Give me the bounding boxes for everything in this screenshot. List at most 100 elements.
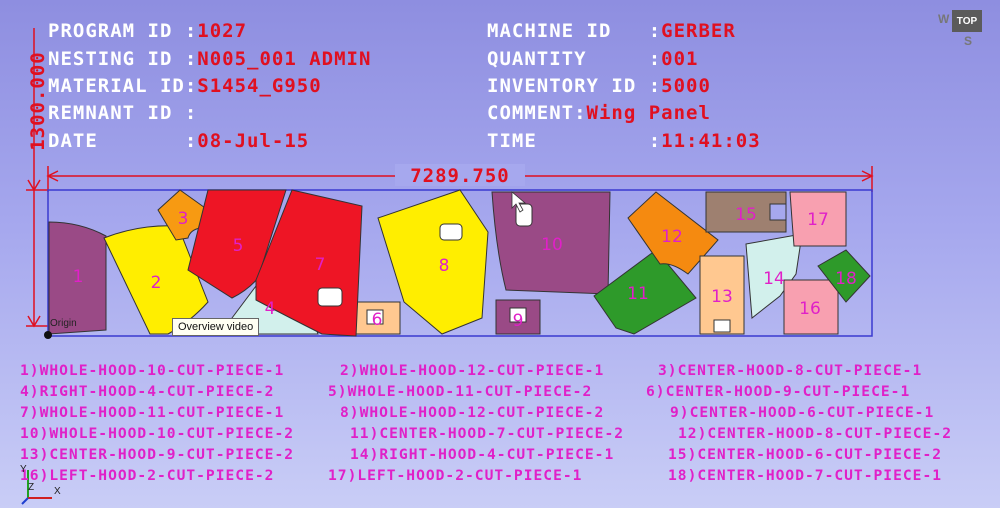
piece-label: 16: [799, 299, 821, 319]
piece-1[interactable]: [48, 221, 107, 335]
legend-item: 9)CENTER-HOOD-6-CUT-PIECE-1: [670, 404, 935, 421]
legend-item: 11)CENTER-HOOD-7-CUT-PIECE-2: [350, 425, 625, 442]
piece-11[interactable]: [593, 249, 697, 335]
piece-label: 7: [315, 255, 326, 275]
piece-label: 14: [763, 269, 785, 289]
inventory-id-field: INVENTORY ID :5000: [487, 75, 711, 97]
legend-item: 8)WHOLE-HOOD-12-CUT-PIECE-2: [340, 404, 605, 421]
time-field: TIME :11:41:03: [487, 130, 761, 152]
field-label: DATE :: [48, 130, 198, 152]
axis-y-label: Y: [20, 464, 27, 475]
field-label: QUANTITY :: [487, 48, 662, 70]
comment-field: COMMENT:Wing Panel: [487, 102, 711, 124]
piece-label: 18: [835, 269, 857, 289]
field-label: REMNANT ID :: [48, 102, 198, 124]
quantity-field: QUANTITY :001: [487, 48, 698, 70]
remnant-id-field: REMNANT ID :: [48, 102, 197, 124]
piece-6-hole: [366, 309, 384, 325]
legend-item: 2)WHOLE-HOOD-12-CUT-PIECE-1: [340, 362, 605, 379]
field-value: 5000: [661, 75, 711, 97]
legend-row: 4)RIGHT-HOOD-4-CUT-PIECE-2 5)WHOLE-HOOD-1…: [20, 381, 995, 402]
field-value: 1027: [197, 20, 248, 42]
piece-label: 4: [265, 299, 276, 319]
field-value: 001: [661, 48, 699, 70]
legend-row: 16)LEFT-HOOD-2-CUT-PIECE-2 17)LEFT-HOOD-2…: [20, 465, 995, 486]
piece-15-notch: [769, 203, 787, 221]
width-dimension-label: 7289.750: [410, 165, 510, 187]
field-label: INVENTORY ID :: [487, 75, 662, 97]
material-id-field: MATERIAL ID:S1454_G950: [48, 75, 322, 97]
piece-label: 6: [372, 310, 383, 330]
legend-item: 6)CENTER-HOOD-9-CUT-PIECE-1: [646, 383, 911, 400]
legend-item: 12)CENTER-HOOD-8-CUT-PIECE-2: [678, 425, 953, 442]
legend-item: 10)WHOLE-HOOD-10-CUT-PIECE-2: [20, 425, 295, 442]
field-label: PROGRAM ID :: [48, 20, 198, 42]
piece-15[interactable]: [705, 191, 787, 233]
piece-12[interactable]: [627, 191, 719, 275]
piece-label: 3: [178, 209, 189, 229]
field-value: 08-Jul-15: [197, 130, 310, 152]
legend-item: 3)CENTER-HOOD-8-CUT-PIECE-1: [658, 362, 923, 379]
program-id-field: PROGRAM ID :1027: [48, 20, 247, 42]
piece-label: 9: [513, 311, 524, 331]
piece-7-hole: [317, 287, 343, 307]
field-label: NESTING ID :: [48, 48, 198, 70]
piece-18[interactable]: [817, 249, 871, 303]
legend-item: 14)RIGHT-HOOD-4-CUT-PIECE-1: [350, 446, 615, 463]
piece-label: 5: [233, 236, 244, 256]
field-value: 11:41:03: [661, 130, 761, 152]
piece-13-hole: [713, 319, 731, 333]
field-label: TIME :: [487, 130, 662, 152]
width-dimension-bg: [395, 164, 525, 186]
piece-label: 13: [711, 287, 733, 307]
nesting-id-field: NESTING ID :N005_001 ADMIN: [48, 48, 371, 70]
axis-z-label: Z: [28, 482, 35, 493]
legend-row: 10)WHOLE-HOOD-10-CUT-PIECE-2 11)CENTER-HO…: [20, 423, 995, 444]
field-value: S1454_G950: [197, 75, 322, 97]
axes-gizmo-icon: [21, 470, 52, 505]
axes-labels: Y Z X: [20, 464, 62, 504]
piece-label: 11: [627, 284, 649, 304]
piece-17[interactable]: [789, 191, 847, 247]
mouse-cursor-icon: [511, 191, 527, 213]
legend-item: 7)WHOLE-HOOD-11-CUT-PIECE-1: [20, 404, 285, 421]
field-value: GERBER: [661, 20, 736, 42]
view-cube-west[interactable]: W: [938, 12, 950, 26]
origin-marker: [44, 331, 52, 339]
legend-row: 13)CENTER-HOOD-9-CUT-PIECE-2 14)RIGHT-HOO…: [20, 444, 995, 465]
piece-5[interactable]: [187, 189, 287, 299]
legend-item: 13)CENTER-HOOD-9-CUT-PIECE-2: [20, 446, 295, 463]
field-value: N005_001 ADMIN: [197, 48, 372, 70]
machine-id-field: MACHINE ID :GERBER: [487, 20, 736, 42]
piece-9-hole: [509, 307, 527, 323]
legend-item: 16)LEFT-HOOD-2-CUT-PIECE-2: [20, 467, 275, 484]
piece-label: 1: [73, 267, 84, 287]
piece-13[interactable]: [699, 255, 745, 335]
view-cube-top[interactable]: TOP: [952, 10, 982, 32]
view-cube[interactable]: W TOP S: [938, 4, 998, 52]
legend-row: 7)WHOLE-HOOD-11-CUT-PIECE-1 8)WHOLE-HOOD-…: [20, 402, 995, 423]
legend-row: 1)WHOLE-HOOD-10-CUT-PIECE-1 2)WHOLE-HOOD-…: [20, 360, 995, 381]
field-label: COMMENT:: [487, 102, 587, 124]
piece-label: 10: [541, 235, 563, 255]
height-dimension-line: [26, 28, 48, 328]
legend-item: 1)WHOLE-HOOD-10-CUT-PIECE-1: [20, 362, 285, 379]
origin-label: Origin: [50, 318, 77, 329]
piece-label: 2: [151, 273, 162, 293]
pieces-legend: 1)WHOLE-HOOD-10-CUT-PIECE-1 2)WHOLE-HOOD-…: [20, 360, 995, 486]
field-value: Wing Panel: [586, 102, 711, 124]
piece-16[interactable]: [783, 279, 839, 335]
view-cube-south[interactable]: S: [964, 34, 973, 48]
piece-label: 17: [807, 210, 829, 230]
piece-label: 15: [735, 205, 757, 225]
piece-label: 8: [439, 256, 450, 276]
legend-item: 18)CENTER-HOOD-7-CUT-PIECE-1: [668, 467, 943, 484]
date-field: DATE :08-Jul-15: [48, 130, 309, 152]
legend-item: 17)LEFT-HOOD-2-CUT-PIECE-1: [328, 467, 583, 484]
legend-item: 4)RIGHT-HOOD-4-CUT-PIECE-2: [20, 383, 275, 400]
piece-8-hole: [439, 223, 463, 241]
axis-x-label: X: [54, 486, 61, 497]
piece-label: 12: [661, 227, 683, 247]
legend-item: 5)WHOLE-HOOD-11-CUT-PIECE-2: [328, 383, 593, 400]
